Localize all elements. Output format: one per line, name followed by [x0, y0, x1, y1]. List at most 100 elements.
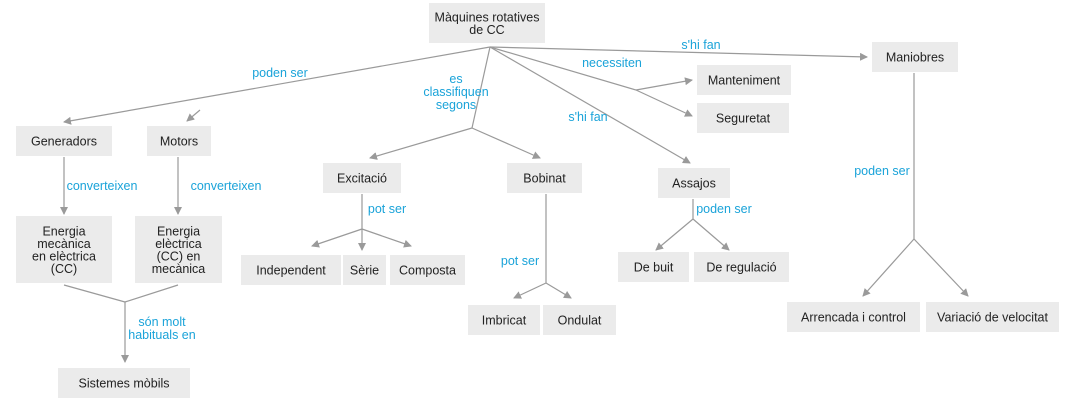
link-label-text: pot ser	[501, 254, 539, 268]
node-de-regulacio: De regulació	[694, 252, 789, 282]
node-text: Composta	[399, 264, 456, 278]
link-label-text: són molt	[138, 315, 186, 329]
link-label-text: habituals en	[128, 328, 195, 342]
connector-arrow	[471, 127, 541, 159]
connector-arrow	[361, 228, 412, 248]
label-poden-ser-maniobres: poden ser	[854, 164, 910, 178]
node-text: De buit	[634, 261, 674, 275]
node-box	[697, 65, 791, 95]
node-box	[429, 3, 545, 43]
node-box	[16, 126, 112, 156]
node-text: Excitació	[337, 172, 387, 186]
link-label-text: necessiten	[582, 56, 642, 70]
connector-arrow	[635, 77, 693, 91]
link-label-text: poden ser	[252, 66, 308, 80]
label-pot-ser-bobinat: pot ser	[501, 254, 539, 268]
node-text: De regulació	[706, 261, 776, 275]
link-label-text: s'hi fan	[681, 38, 720, 52]
node-variacio: Variació de velocitat	[926, 302, 1059, 332]
node-text: (CC) en	[157, 249, 201, 263]
connector-arrow	[862, 238, 915, 297]
link-label-text: converteixen	[191, 179, 262, 193]
connector-line	[489, 46, 637, 91]
node-box	[147, 126, 211, 156]
connector-line	[63, 284, 126, 303]
connector-arrow	[655, 218, 694, 251]
node-text: Motors	[160, 135, 198, 149]
node-box	[697, 103, 789, 133]
node-box	[135, 216, 222, 283]
node-text: Imbricat	[482, 314, 527, 328]
node-text: Energia	[157, 224, 200, 238]
node-maniobres: Maniobres	[872, 42, 958, 72]
connector-arrow	[186, 109, 201, 122]
node-text: mecànica	[152, 262, 206, 276]
node-text: Sèrie	[350, 264, 379, 278]
connector-arrow	[513, 282, 547, 299]
node-text: Assajos	[672, 177, 716, 191]
node-imbricat: Imbricat	[468, 305, 540, 335]
node-generadors: Generadors	[16, 126, 112, 156]
node-de-buit: De buit	[618, 252, 689, 282]
node-box	[926, 302, 1059, 332]
connector-arrow	[369, 127, 473, 160]
node-box	[58, 368, 190, 398]
connector-arrow	[63, 46, 491, 125]
connector-arrow	[489, 46, 868, 61]
node-box	[468, 305, 540, 335]
connector-arrow	[545, 282, 572, 299]
link-label-text: pot ser	[368, 202, 406, 216]
node-box	[787, 302, 920, 332]
node-text: Sistemes mòbils	[79, 377, 170, 391]
node-box	[16, 216, 112, 283]
node-bobinat: Bobinat	[507, 163, 582, 193]
label-converteixen-mot: converteixen	[191, 179, 262, 193]
label-pot-ser-excitacio: pot ser	[368, 202, 406, 216]
node-text: Ondulat	[558, 314, 602, 328]
link-label-text: s'hi fan	[568, 110, 607, 124]
label-necessiten: necessiten	[582, 56, 642, 70]
node-composta: Composta	[390, 255, 465, 285]
connector-arrow	[913, 238, 969, 297]
connector-lines	[60, 46, 969, 363]
node-arrencada: Arrencada i control	[787, 302, 920, 332]
node-text: Maniobres	[886, 51, 944, 65]
node-independent: Independent	[241, 255, 341, 285]
label-shi-fan-maniobres: s'hi fan	[681, 38, 720, 52]
connector-arrow	[635, 89, 693, 117]
label-poden-ser-assajos: poden ser	[696, 202, 752, 216]
label-shi-fan-assajos: s'hi fan	[568, 110, 607, 124]
node-text: Manteniment	[708, 74, 781, 88]
node-motors: Motors	[147, 126, 211, 156]
node-box	[543, 305, 616, 335]
node-text: de CC	[469, 23, 504, 37]
connector-arrow	[692, 218, 730, 251]
connector-line	[471, 46, 491, 129]
link-label-text: es	[449, 72, 462, 86]
node-assajos: Assajos	[658, 168, 730, 198]
node-box	[694, 252, 789, 282]
node-manteniment: Manteniment	[697, 65, 791, 95]
node-seguretat: Seguretat	[697, 103, 789, 133]
node-excitacio: Excitació	[323, 163, 401, 193]
node-text: Arrencada i control	[801, 311, 906, 325]
node-text: Bobinat	[523, 172, 566, 186]
node-text: Energia	[42, 224, 85, 238]
node-box	[241, 255, 341, 285]
node-text: Seguretat	[716, 112, 771, 126]
node-sistemes-mobils: Sistemes mòbils	[58, 368, 190, 398]
node-box	[390, 255, 465, 285]
connector-line	[124, 284, 179, 303]
link-label-text: poden ser	[696, 202, 752, 216]
node-box	[658, 168, 730, 198]
node-text: en elèctrica	[32, 249, 96, 263]
node-text: mecànica	[37, 237, 91, 251]
